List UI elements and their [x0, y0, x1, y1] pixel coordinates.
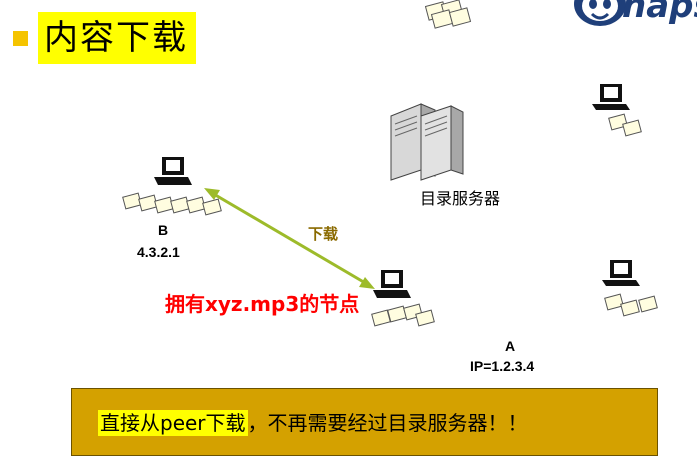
peer-b-ip: 4.3.2.1	[137, 244, 180, 260]
title-bullet	[13, 31, 28, 46]
directory-server-icon	[390, 103, 464, 181]
peer-b-computer-icon	[122, 157, 222, 216]
slide-title: 内容下载	[38, 12, 196, 64]
peer-b-name: B	[158, 222, 169, 238]
notice-rest: ，不再需要经过目录服务器！！	[247, 411, 528, 435]
peer-computer-topright-icon	[592, 84, 642, 137]
download-label: 下载	[308, 225, 339, 243]
file-stack-icon	[425, 0, 472, 29]
notice-box: 直接从peer下载，不再需要经过目录服务器！！	[71, 388, 658, 456]
peer-computer-right-icon	[602, 260, 658, 317]
peer-a-ip: IP=1.2.3.4	[470, 358, 535, 374]
directory-server-label: 目录服务器	[420, 189, 501, 208]
owner-peer-computer-icon	[371, 270, 435, 327]
owner-node-label: 拥有xyz.mp3的节点	[165, 292, 360, 316]
notice-highlight: 直接从peer下载	[98, 410, 248, 436]
napster-logo-icon	[574, 0, 626, 26]
logo-wordmark: naps	[622, 0, 697, 26]
peer-a-name: A	[505, 338, 516, 354]
notice-text: 直接从peer下载，不再需要经过目录服务器！！	[98, 407, 528, 439]
